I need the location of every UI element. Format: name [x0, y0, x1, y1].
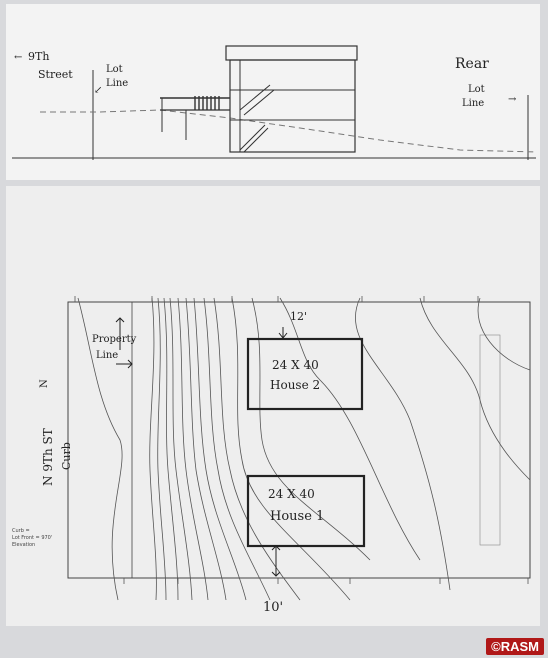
stair-lower [239, 124, 269, 153]
street-label-2: Street [38, 68, 73, 81]
dim-bottom-arrow [271, 545, 281, 577]
property-boundary [67, 301, 531, 579]
site-plan-drawing [67, 296, 531, 601]
legend-line-3: Elevation [12, 542, 35, 548]
street-arrow-icon: ← [14, 52, 22, 63]
deck-balusters [194, 96, 220, 110]
curb-label-1: N 9Th ST [41, 428, 55, 486]
house-1-outline [246, 474, 366, 548]
house-2-size: 24 X 40 [272, 358, 319, 372]
lot-line-arrow-icon: ↙ [94, 85, 102, 96]
grid-ticks [74, 296, 529, 584]
rear-lot-label-2: Line [462, 98, 484, 109]
curb-label-2: Curb [60, 442, 73, 470]
property-line-label-1: Property [92, 334, 137, 345]
grade-line [40, 109, 537, 153]
rear-label: Rear [455, 56, 489, 72]
house-2-outline [246, 337, 364, 411]
site-plan-sheet [6, 186, 540, 626]
property-line-label-2: Line [96, 350, 118, 361]
elevation-sheet [6, 4, 540, 180]
property-arrow-right [116, 359, 133, 369]
legend-line-1: Curb = [12, 528, 30, 534]
house-body [229, 59, 356, 153]
street-label-1: 9Th [28, 50, 49, 63]
house-1-name: House 1 [270, 509, 324, 524]
dim-bottom-label: 10' [263, 600, 283, 615]
stair-upper [239, 84, 275, 116]
house-1-size: 24 X 40 [268, 487, 315, 501]
rear-setback [479, 334, 501, 546]
property-arrow-up [115, 317, 125, 350]
rear-arrow-icon: → [508, 94, 517, 105]
elevation-drawing [12, 45, 537, 160]
rasm-watermark: ©RASM [486, 638, 544, 655]
lot-line-label-1: Lot [106, 64, 123, 75]
north-marker: N [39, 379, 50, 388]
dim-top-label: 12' [290, 310, 307, 323]
lot-line-label-2: Line [106, 78, 128, 89]
legend-line-2: Lot Front = 970' [12, 535, 52, 541]
contour-lines [77, 297, 531, 601]
rear-lot-label-1: Lot [468, 84, 485, 95]
house-2-name: House 2 [270, 378, 320, 392]
dim-top-arrow [278, 327, 288, 339]
